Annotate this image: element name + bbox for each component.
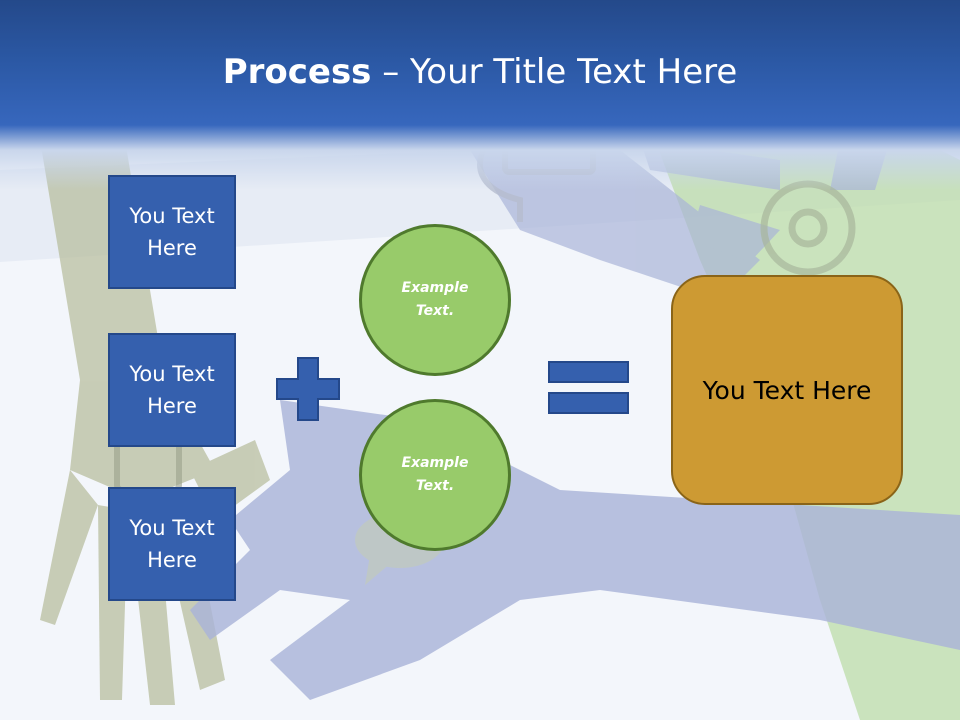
title-bold-part: Process	[222, 52, 372, 92]
text-box-1-label: You Text Here	[129, 204, 215, 260]
text-box-3[interactable]: You Text Here	[108, 487, 236, 601]
text-box-2-label: You Text Here	[129, 362, 215, 418]
result-box-label: You Text Here	[702, 375, 872, 405]
result-box[interactable]: You Text Here	[671, 275, 903, 505]
plus-icon	[276, 357, 340, 421]
example-circle-1[interactable]: Example Text.	[359, 224, 511, 376]
slide-title: Process – Your Title Text Here	[0, 52, 960, 92]
equals-icon	[548, 361, 629, 414]
example-circle-2-label: Example Text.	[401, 455, 469, 494]
example-circle-1-label: Example Text.	[401, 280, 469, 319]
title-bar	[0, 0, 960, 190]
text-box-3-label: You Text Here	[129, 516, 215, 572]
text-box-2[interactable]: You Text Here	[108, 333, 236, 447]
text-box-1[interactable]: You Text Here	[108, 175, 236, 289]
title-rest-part: – Your Title Text Here	[371, 52, 738, 92]
example-circle-2[interactable]: Example Text.	[359, 399, 511, 551]
